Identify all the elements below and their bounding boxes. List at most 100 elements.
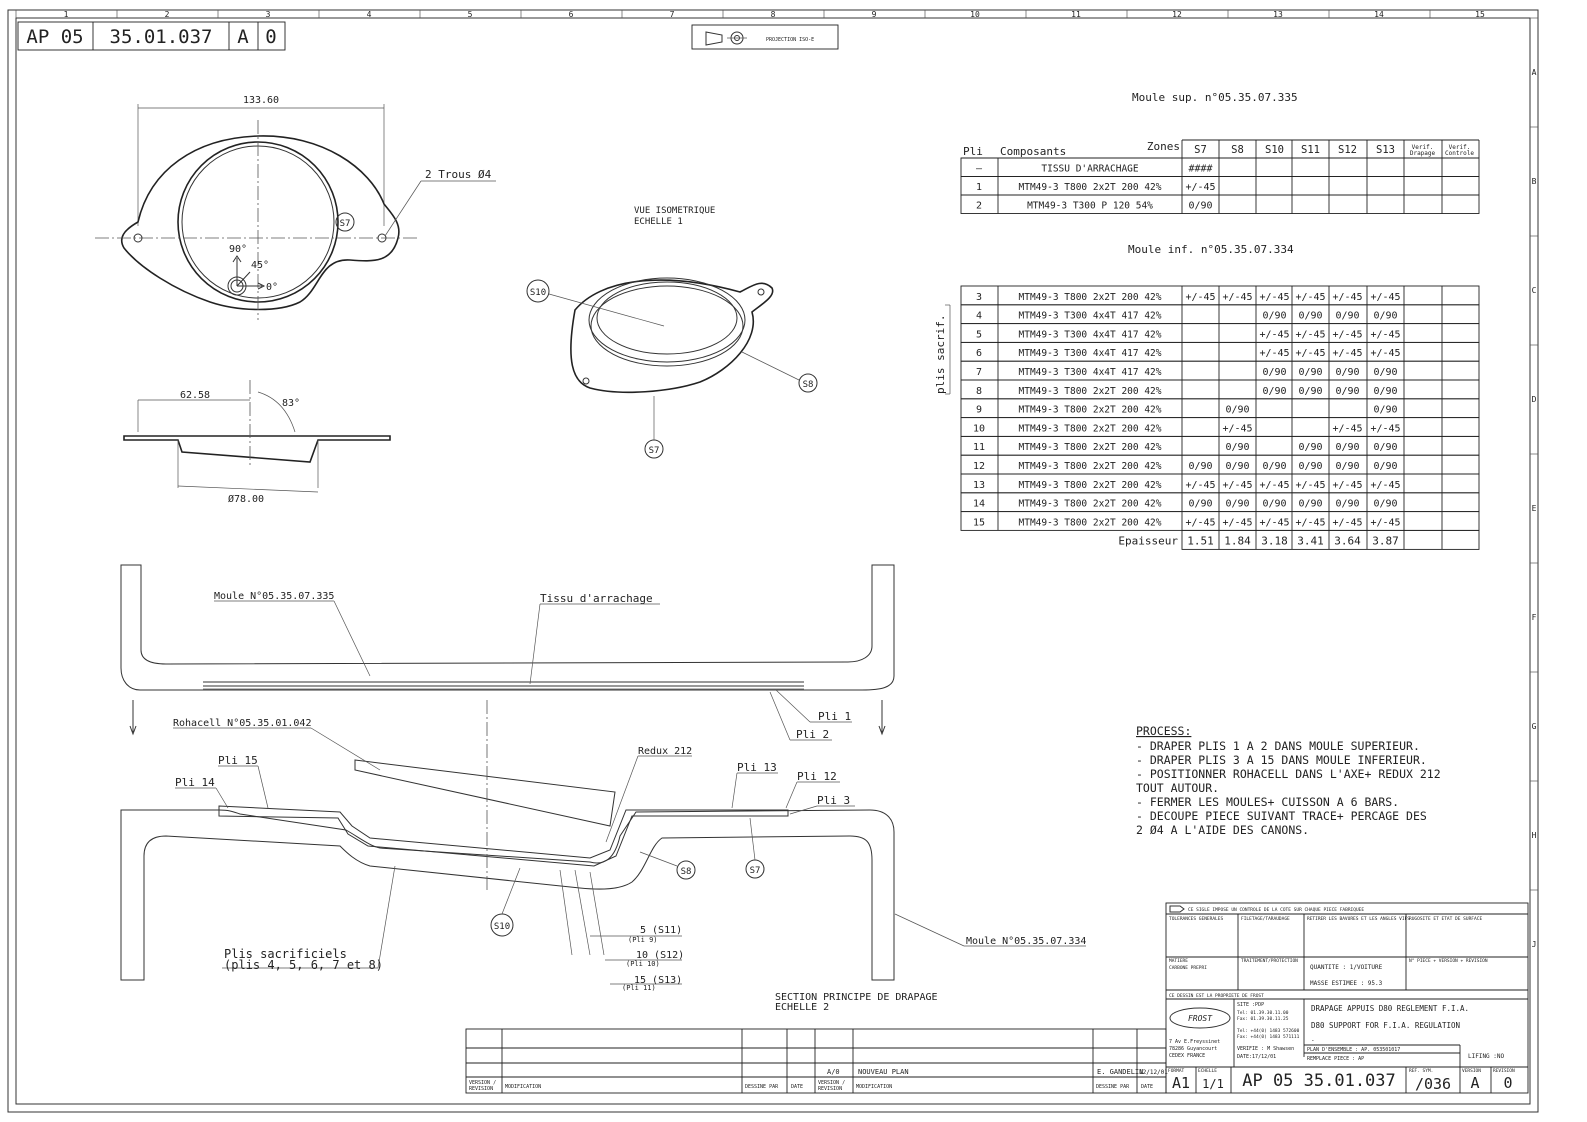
outer-frame — [7, 9, 1539, 1113]
lifing-label: LIFING :NO — [1468, 1053, 1505, 1060]
ply-13-label: Pli 13 — [737, 761, 777, 774]
scale-label: ECHELLE — [1198, 1068, 1217, 1074]
header-components: Composants — [1000, 145, 1066, 158]
ply-number: 12 — [973, 461, 985, 472]
ply-orientation: 0/90 — [1373, 386, 1397, 397]
ply-component: TISSU D'ARRACHAGE — [1041, 164, 1139, 175]
ply-orientation: 0/90 — [1335, 311, 1359, 322]
verified-by: VERIFIE : M Shawsen — [1237, 1046, 1294, 1052]
ply-number: 15 — [973, 517, 985, 528]
header-pli: Pli — [963, 145, 983, 158]
ply-orientation: +/-45 — [1332, 329, 1362, 340]
rev-description: NOUVEAU PLAN — [858, 1068, 909, 1076]
ply-2-label: Pli 2 — [796, 728, 829, 741]
ply-number: 13 — [973, 480, 985, 491]
ply-orientation: +/-45 — [1332, 348, 1362, 359]
ply-component: MTM49-3 T800 2x2T 200 42% — [1019, 517, 1162, 528]
ply-orientation: +/-45 — [1295, 480, 1325, 491]
dim-offset: 62.58 — [180, 390, 210, 401]
col-number: 5 — [468, 10, 473, 19]
zone-column-header: S13 — [1376, 144, 1395, 156]
thickness-value: 3.87 — [1372, 534, 1399, 547]
rev-col-date: DATE — [791, 1084, 803, 1090]
zone-s8-label-section: S8 — [681, 867, 692, 877]
replaces-part: REMPLACE PIECE : AP — [1307, 1056, 1364, 1062]
check-column-header: Controle — [1445, 150, 1474, 157]
ply-number: 8 — [976, 386, 982, 397]
ply-orientation: +/-45 — [1370, 292, 1400, 303]
ply-orientation: +/-45 — [1332, 423, 1362, 434]
ply-orientation: 0/90 — [1298, 367, 1322, 378]
company-logo-text: FROST — [1188, 1014, 1213, 1023]
ply-orientation: 0/90 — [1298, 442, 1322, 453]
col-number: 13 — [1273, 10, 1283, 19]
zone-column-header: S8 — [1231, 144, 1244, 156]
ply-orientation: +/-45 — [1185, 182, 1215, 193]
process-notes: PROCESS: - DRAPER PLIS 1 A 2 DANS MOULE … — [1136, 724, 1441, 837]
iso-title: VUE ISOMETRIQUE — [634, 206, 715, 216]
rev-col-revision: REVISION — [469, 1086, 493, 1092]
check-column-header: Drapage — [1410, 150, 1436, 157]
ply-orientation: 0/90 — [1335, 442, 1359, 453]
section-scale: ECHELLE 2 — [775, 1002, 829, 1013]
rohacell-label: Rohacell N°05.35.01.042 — [173, 718, 311, 729]
ply-orientation: #### — [1188, 164, 1212, 175]
phone-1: Tel: 01.39.30.11.00 — [1237, 1010, 1289, 1016]
col-number: 10 — [970, 10, 980, 19]
mass-label: MASSE ESTIMEE : 95.3 — [1310, 980, 1383, 987]
ply-orientation: 0/90 — [1188, 461, 1212, 472]
projection-cone-icon — [705, 31, 723, 46]
roughness-title: RUGOSITE ET ETAT DE SURFACE — [1409, 916, 1482, 922]
ref-number: 35.01.037 — [110, 26, 213, 48]
ply-orientation: +/-45 — [1185, 292, 1215, 303]
ply-orientation: +/-45 — [1295, 292, 1325, 303]
ply-number: 11 — [973, 442, 985, 453]
ply-orientation: +/-45 — [1370, 329, 1400, 340]
row-letter: H — [1532, 831, 1537, 840]
row-letter: F — [1532, 613, 1537, 622]
hole-left — [133, 233, 143, 243]
ply-orientation: +/-45 — [1295, 517, 1325, 528]
lower-mould — [120, 809, 895, 981]
ply-orientation: 0/90 — [1335, 386, 1359, 397]
col-number: 8 — [771, 10, 776, 19]
ply-5-s11-label: 5 (S11) — [640, 925, 682, 936]
ply-12-label: Pli 12 — [797, 770, 837, 783]
rev-col-modification-2: MODIFICATION — [856, 1084, 892, 1090]
ply-component: MTM49-3 T300 4x4T 417 42% — [1019, 367, 1162, 378]
ply-orientation: 0/90 — [1262, 386, 1286, 397]
process-line-5: - FERMER LES MOULES+ CUISSON A 6 BARS. — [1136, 795, 1399, 809]
row-letter: C — [1532, 286, 1537, 295]
ref-sym-value: /036 — [1415, 1075, 1451, 1093]
ply-number: 4 — [976, 311, 982, 322]
quantity-label: QUANTITE : 1/VOITURE — [1310, 964, 1383, 971]
row-letter: E — [1532, 504, 1537, 513]
ply-orientation: +/-45 — [1370, 480, 1400, 491]
ply-component: MTM49-3 T800 2x2T 200 42% — [1019, 386, 1162, 397]
ply-orientation: 0/90 — [1262, 311, 1286, 322]
ply-orientation: 0/90 — [1373, 405, 1397, 416]
ply-orientation: 0/90 — [1373, 499, 1397, 510]
ply-component: MTM49-3 T800 2x2T 200 42% — [1019, 405, 1162, 416]
ply-15-s13-label: 15 (S13) — [634, 975, 682, 986]
ply-number: 3 — [976, 292, 982, 303]
ply-orientation: +/-45 — [1332, 480, 1362, 491]
col-number: 1 — [64, 10, 69, 19]
process-line-7: 2 Ø4 A L'AIDE DES CANONS. — [1136, 823, 1309, 837]
sacrificial-label-2: (plis 4, 5, 6, 7 et 8) — [224, 958, 383, 972]
thickness-label: Epaisseur — [1118, 534, 1178, 547]
ply-component: MTM49-3 T800 2x2T 200 42% — [1019, 423, 1162, 434]
ply-orientation: 0/90 — [1373, 311, 1397, 322]
ply-component: MTM49-3 T800 2x2T 200 42% — [1019, 292, 1162, 303]
row-letter: A — [1532, 68, 1537, 77]
rev-col-revision-2: REVISION — [818, 1086, 842, 1092]
title-dash: - — [1311, 1037, 1315, 1044]
angle-90-label: 90° — [229, 244, 247, 255]
ply-orientation: +/-45 — [1222, 292, 1252, 303]
upper-table-title: Moule sup. n°05.35.07.335 — [1132, 91, 1298, 104]
ply-orientation: +/-45 — [1222, 423, 1252, 434]
ply-number: 10 — [973, 423, 985, 434]
